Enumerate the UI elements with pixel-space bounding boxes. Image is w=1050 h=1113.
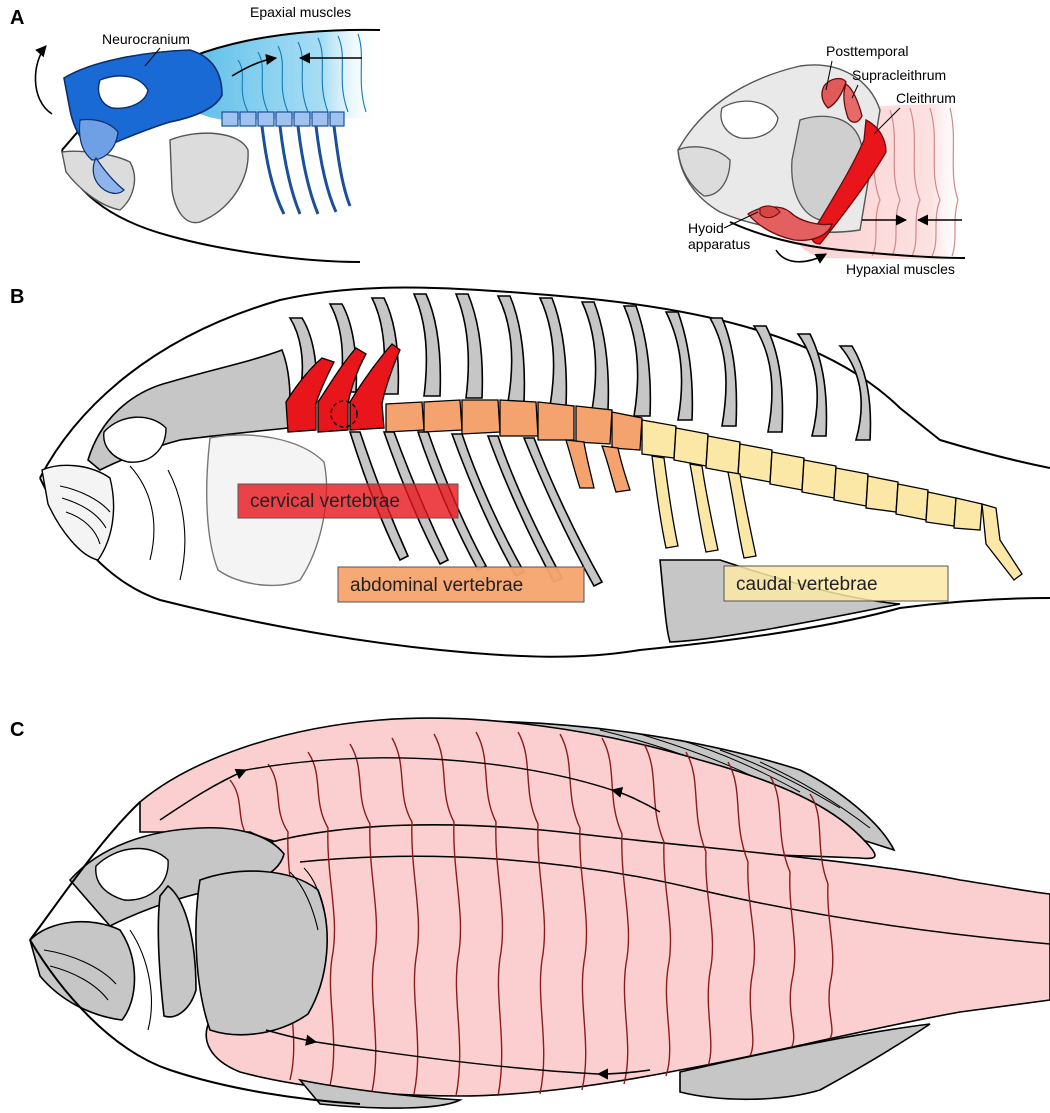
hyoid-label-line1: Hyoid: [688, 220, 724, 236]
panel-a-opercle: [170, 133, 248, 222]
hypaxial-muscles-label: Hypaxial muscles: [846, 261, 955, 277]
panel-b-jaw: [42, 465, 114, 560]
posttemporal-label: Posttemporal: [826, 43, 908, 59]
panel-a-vertebrae: [222, 112, 344, 126]
panel-a-left: A: [10, 4, 380, 262]
cervical-vertebrae-label: cervical vertebrae: [250, 491, 400, 512]
panel-a-right: Posttemporal Supracleithrum Cleithrum Hy…: [678, 43, 965, 277]
panel-c-jaw: [30, 922, 135, 1020]
supracleithrum-label: Supracleithrum: [852, 67, 946, 83]
panel-c: C: [10, 718, 1050, 1108]
hyoid-label-line2: apparatus: [688, 236, 750, 252]
neurocranium-rotation-arrow: [35, 46, 52, 114]
neurocranium-label: Neurocranium: [102, 31, 190, 47]
panel-b-orbit: [104, 417, 166, 462]
cleithrum-label: Cleithrum: [896, 90, 956, 106]
panel-c-opercle: [196, 871, 327, 1035]
panel-b: B: [10, 286, 1050, 657]
panel-c-letter: C: [10, 719, 24, 741]
panel-a-ribs: [262, 126, 350, 214]
panel-c-preopercle: [158, 886, 196, 1017]
caudal-vertebrae-label: caudal vertebrae: [736, 574, 878, 595]
panel-a-letter: A: [10, 7, 24, 29]
panel-b-letter: B: [10, 286, 24, 308]
epaxial-muscles-label: Epaxial muscles: [250, 4, 351, 20]
caudal-vertebrae-shapes: [642, 420, 1022, 580]
abdominal-vertebrae-label: abdominal vertebrae: [350, 575, 523, 596]
